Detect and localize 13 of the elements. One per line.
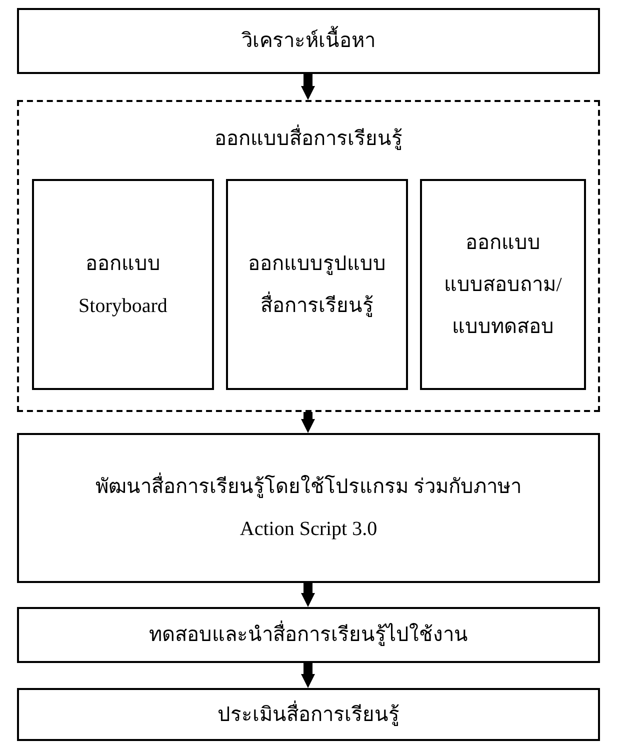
process-box: ออกแบบรูปแบบสื่อการเรียนรู้	[226, 179, 408, 390]
process-box: วิเคราะห์เนื้อหา	[17, 8, 600, 74]
process-box: ทดสอบและนำสื่อการเรียนรู้ไปใช้งาน	[17, 607, 600, 663]
process-box: พัฒนาสื่อการเรียนรู้โดยใช้โปรแกรม ร่วมกับภาษา Action Script 3.0	[17, 433, 600, 583]
arrow	[301, 74, 315, 100]
group-heading: ออกแบบสื่อการเรียนรู้	[214, 118, 402, 160]
arrow	[301, 412, 315, 433]
process-box: ออกแบบ Storyboard	[32, 179, 214, 390]
process-box: ออกแบบแบบสอบถาม/แบบทดสอบ	[420, 179, 586, 390]
dashed-group-box	[17, 100, 600, 412]
arrow	[301, 583, 315, 607]
process-box: ประเมินสื่อการเรียนรู้	[17, 688, 600, 741]
arrow	[301, 663, 315, 688]
